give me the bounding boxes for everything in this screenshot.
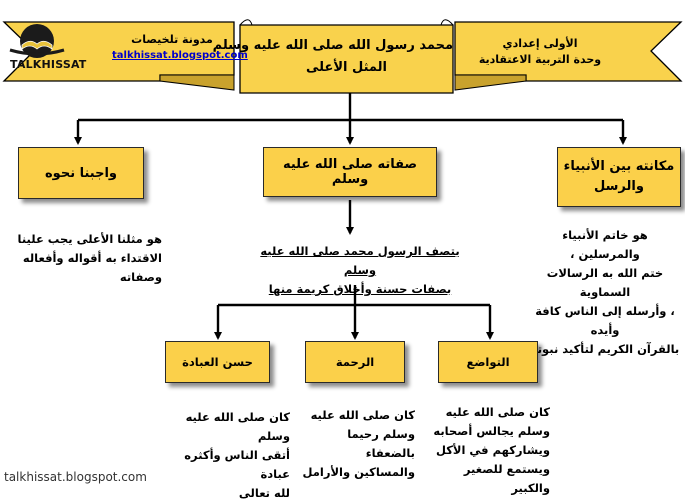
text-prophet-rank-line: بالقرآن الكريم لتأكيد نبوته [530,342,680,356]
diagram-canvas [2,19,683,340]
text-prophet-traits-line: يتصف الرسول محمد صلى الله عليه وسلم [260,244,460,277]
text-our-duty-line: هو مثلنا الأعلى يجب علينا [17,232,162,246]
text-worship-line: لله تعالى [238,486,290,500]
banner-right-line1: الأولى إعدادي [502,37,578,50]
banner-center [239,24,454,94]
box-mercy-title: الرحمة [335,355,375,369]
text-prophet-traits: يتصف الرسول محمد صلى الله عليه وسلم بصفا… [255,242,465,299]
box-prophet-traits-title: صفاته صلى الله عليه وسلم [282,157,418,187]
text-prophet-traits-line: بصفات حسنة وأخلاق كريمة منها [268,282,452,296]
banner-title-line2: المثل الأعلى [306,60,387,75]
text-worship: كان صلى الله عليه وسلم أتقى الناس وأكثره… [160,408,290,503]
box-our-duty-title: واجبنا نحوه [45,165,118,181]
box-prophet-rank-line1: مكانته بين الأنبياء [563,159,675,174]
text-humility-line: ويشاركهم في الأكل [435,443,550,457]
banner-fold-left [159,74,235,91]
banner-center-curl [239,19,454,26]
banner-left-line1: مدونة تلخيصات [131,33,213,46]
box-our-duty: واجبنا نحوه [18,147,144,199]
text-humility-line: كان صلى الله عليه [445,405,550,419]
banner-right-line2: وحدة التربية الاعتقادية [478,53,602,66]
box-mercy: الرحمة [305,341,405,383]
text-worship-line: أتقى الناس وأكثره عبادة [184,448,290,481]
text-worship-line: كان صلى الله عليه وسلم [185,410,290,443]
connectors [74,93,627,340]
book-icon [9,24,65,58]
text-mercy-line: كان صلى الله عليه [310,408,415,422]
footer-url: talkhissat.blogspot.com [4,470,147,484]
text-prophet-rank-line: هو خاتم الأنبياء والمرسلين ، [562,228,648,261]
logo-wordmark: TALKHISSAT [10,58,87,71]
text-our-duty-line: الاقتداء به أقواله وأفعاله [22,251,162,265]
text-mercy-line: والمساكين والأرامل [302,465,415,479]
text-prophet-rank-line: ختم الله به الرسالات السماوية [546,266,664,299]
text-our-duty: هو مثلنا الأعلى يجب علينا الاقتداء به أق… [12,230,162,287]
banner-ribbon [2,19,683,94]
box-prophet-rank: مكانته بين الأنبياء والرسل [557,147,681,207]
box-worship-title: حسن العبادة [182,355,253,369]
banner-blog-link[interactable]: talkhissat.blogspot.com [112,50,248,61]
text-mercy: كان صلى الله عليه وسلم رحيما بالضعفاء وا… [300,406,415,482]
banner-title-line1: محمد رسول الله صلى الله عليه وسلم [212,38,453,53]
box-prophet-rank-line2: والرسل [594,179,644,194]
box-humility: التواضع [438,341,538,383]
banner-fold-right [454,74,527,91]
box-prophet-traits: صفاته صلى الله عليه وسلم [263,147,437,197]
box-humility-title: التواضع [466,355,510,369]
text-humility-line: وسلم يجالس أصحابه [433,424,550,438]
text-prophet-rank-line: ، وأرسله إلى الناس كافة وأيده [535,304,675,337]
text-humility: كان صلى الله عليه وسلم يجالس أصحابه ويشا… [430,403,550,498]
text-our-duty-line: وصفاته [119,270,162,284]
text-humility-line: ويستمع للصغير والكبير [463,462,550,495]
box-worship: حسن العبادة [165,341,270,383]
banner-wing-right [454,21,683,82]
text-mercy-line: وسلم رحيما بالضعفاء [347,427,415,460]
text-prophet-rank: هو خاتم الأنبياء والمرسلين ، ختم الله به… [530,226,680,359]
